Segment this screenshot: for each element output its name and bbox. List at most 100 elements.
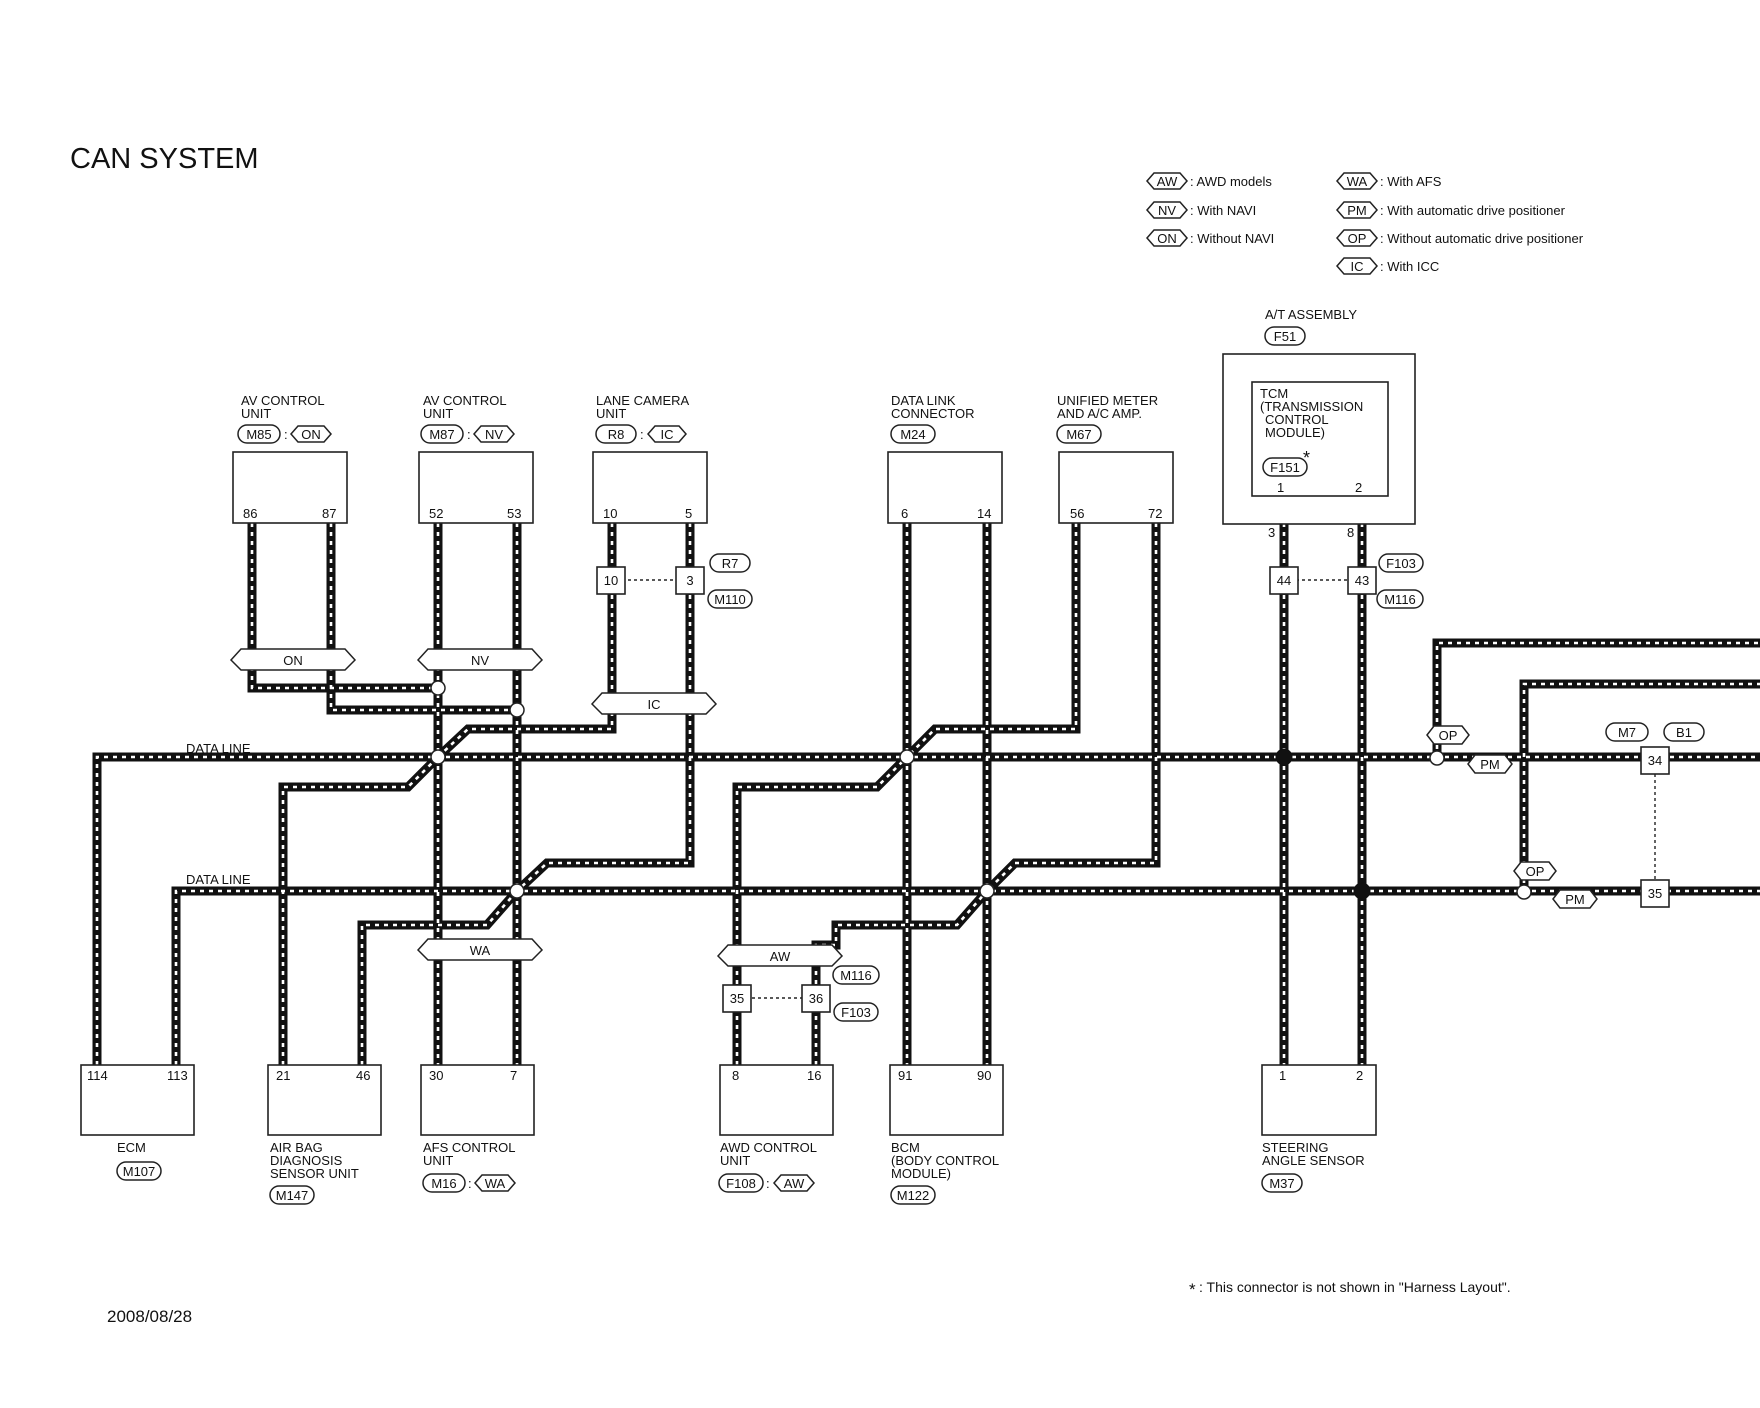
ecm-m107: 114 113 ECM M107 [80, 1064, 195, 1181]
connector-id: M7 [1618, 725, 1636, 740]
option-code: WA [470, 943, 491, 958]
pin-number: 35 [730, 991, 744, 1006]
unit-box [232, 451, 348, 524]
separator: : [284, 427, 288, 442]
can-wire-stripe [437, 523, 614, 758]
unit-box [719, 1064, 834, 1136]
separator: : [640, 427, 644, 442]
unit-box [1058, 451, 1174, 524]
pin-number: 86 [243, 506, 257, 521]
pin-box [722, 984, 752, 1013]
unit-name: DIAGNOSIS [270, 1153, 343, 1168]
pin-number: 52 [429, 506, 443, 521]
pin-number: 6 [901, 506, 908, 521]
splice-point [1275, 748, 1293, 766]
unit-box [1261, 1064, 1377, 1136]
unit-name: AFS CONTROL [423, 1140, 515, 1155]
option-code: ON [283, 653, 303, 668]
unit-box [418, 451, 534, 524]
unit-box [420, 1064, 535, 1136]
option-tag-icon [1426, 725, 1470, 745]
can-wire-stripe [281, 756, 439, 1065]
splice-point [1516, 884, 1532, 900]
connector-id: F103 [841, 1005, 871, 1020]
connector-id-badge [1663, 722, 1705, 742]
option-code: ON [301, 427, 321, 442]
afs-control-unit-m16: 30 7 AFS CONTROL UNIT M16 : WA [420, 1064, 535, 1193]
av-control-unit-m85: AV CONTROL UNIT M85 : ON 86 87 [232, 393, 348, 524]
legend-text: : With AFS [1380, 174, 1442, 189]
data-link-connector-m24: DATA LINK CONNECTOR M24 6 14 [887, 393, 1003, 524]
pin-box [1640, 879, 1670, 908]
date-stamp: 2008/08/28 [107, 1307, 192, 1326]
connector-id-badge [1605, 722, 1649, 742]
legend-text: : AWD models [1190, 174, 1272, 189]
connector-id-badge [833, 1002, 879, 1022]
pin-number: 8 [732, 1068, 739, 1083]
can-wire-stripe [95, 755, 1760, 1065]
connector-id-badge [890, 424, 936, 444]
data-line-label-low: DATA LINE [186, 872, 251, 887]
option-code: OP [1526, 864, 1545, 879]
connector-id-badge [237, 424, 281, 444]
connector-id: F103 [1386, 556, 1416, 571]
connector-id-badge [595, 424, 637, 444]
data-line-label-high: DATA LINE [186, 741, 251, 756]
legend-item-aw: AW : AWD models [1146, 172, 1272, 190]
option-tag-icon [416, 938, 544, 961]
connector-id: M16 [431, 1176, 456, 1191]
option-tag-icon [1336, 201, 1378, 219]
option-code: IC [661, 427, 674, 442]
option-tag-nv: NV [416, 648, 544, 671]
pin-number: 56 [1070, 506, 1084, 521]
splice-point [1429, 750, 1445, 766]
connector-id-badge [269, 1185, 315, 1205]
unit-name: MODULE) [891, 1166, 951, 1181]
pin-number: 30 [429, 1068, 443, 1083]
can-wire-stripe [174, 889, 1760, 1065]
unit-name: UNIT [241, 406, 271, 421]
connector-id: M87 [429, 427, 454, 442]
unit-name: AV CONTROL [423, 393, 507, 408]
connector-id-badge [420, 424, 464, 444]
can-wire-stripe [906, 523, 1078, 758]
splice-point [509, 883, 525, 899]
unit-name: STEERING [1262, 1140, 1328, 1155]
unit-name: (BODY CONTROL [891, 1153, 999, 1168]
connector-id: R7 [722, 556, 739, 571]
pin-box [1640, 746, 1670, 775]
unit-name: AIR BAG [270, 1140, 323, 1155]
wiring-harness [92, 496, 1760, 1065]
can-wire-stripe [250, 523, 438, 690]
legend-item-pm: PM : With automatic drive positioner [1336, 201, 1566, 219]
pin-box [596, 566, 626, 595]
connector-id: M85 [246, 427, 271, 442]
option-tag-icon [1552, 889, 1598, 909]
pin-number: 3 [1268, 525, 1275, 540]
legend-code: NV [1158, 203, 1176, 218]
connector-id-badge [1378, 553, 1424, 573]
splice-point [979, 883, 995, 899]
legend-text: : With NAVI [1190, 203, 1256, 218]
legend-item-on: ON : Without NAVI [1146, 229, 1274, 247]
can-wire [1519, 679, 1760, 892]
unit-name: BCM [891, 1140, 920, 1155]
legend-text: : With automatic drive positioner [1380, 203, 1566, 218]
option-tag-icon [229, 648, 357, 671]
pin-number: 34 [1648, 753, 1662, 768]
option-tag-op-1: OP [1426, 725, 1470, 745]
option-tag-icon [1336, 172, 1378, 190]
unit-name: AWD CONTROL [720, 1140, 817, 1155]
connector-id: B1 [1676, 725, 1692, 740]
connector-id-badge [1056, 424, 1102, 444]
pin-number: 2 [1355, 480, 1362, 495]
pin-number: 35 [1648, 886, 1662, 901]
option-tag-icon [1513, 861, 1557, 881]
can-wire-stripe [735, 756, 908, 1065]
option-tag-icon [647, 425, 687, 443]
legend-item-ic: IC : With ICC [1336, 257, 1439, 275]
option-tag-icon [1336, 229, 1378, 247]
can-wire-stripe [1522, 682, 1760, 892]
legend-text: : Without automatic drive positioner [1380, 231, 1584, 246]
pin-number: 72 [1148, 506, 1162, 521]
